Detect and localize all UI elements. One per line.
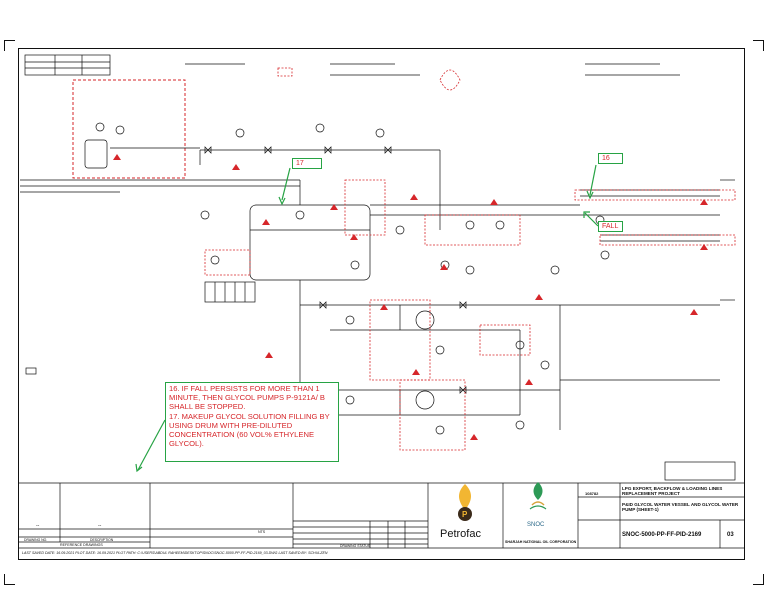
note-16: 16. IF FALL PERSISTS FOR MORE THAN 1 MIN… — [169, 384, 325, 411]
client-short-name: SNOC — [527, 522, 545, 528]
annotation-tag-fall: FALL — [598, 221, 623, 232]
sheet-number: 03 — [727, 532, 734, 538]
reference-drawings-label: REFERENCE DRAWINGS — [60, 543, 103, 547]
annotation-tag-17: 17 — [292, 158, 322, 169]
reference-dash-1: -- — [36, 523, 40, 529]
job-number: 108782 — [585, 491, 599, 496]
notes-callout: 16. IF FALL PERSISTS FOR MORE THAN 1 MIN… — [165, 382, 339, 462]
crop-mark-bottom-left — [4, 574, 15, 585]
footer-plot-info: LAST SAVED DATE: 16.09.2021 PLOT DATE: 1… — [22, 551, 328, 555]
petrofac-logo: P — [458, 484, 472, 521]
crop-mark-bottom-right — [753, 574, 764, 585]
scale-value: NTS — [258, 530, 266, 534]
drawing-number: SNOC-5000-PP-FF-PID-2169 — [622, 532, 702, 538]
company-name: Petrofac — [440, 528, 481, 540]
drawing-frame — [18, 48, 745, 560]
note-17: 17. MAKEUP GLYCOL SOLUTION FILLING BY US… — [169, 412, 330, 448]
project-title: LPG EXPORT, BACKFLOW & LOADING LINES REP… — [622, 486, 723, 497]
crop-mark-top-left — [4, 40, 15, 51]
client-name: SHARJAH NATIONAL OIL CORPORATION — [505, 540, 577, 544]
drawing-title: P&ID GLYCOL WATER VESSEL AND GLYCOL WATE… — [622, 502, 739, 513]
description-label: DESCRIPTION — [90, 538, 114, 542]
reference-dash-2: -- — [98, 523, 102, 529]
drawing-no-label: DRAWING NO. — [24, 538, 48, 542]
crop-mark-top-right — [753, 40, 764, 51]
annotation-tag-16: 16 — [598, 153, 623, 164]
drawing-status-label: DRAWING STATUS — [340, 544, 371, 548]
svg-text:P: P — [462, 510, 468, 519]
snoc-logo — [529, 482, 547, 510]
